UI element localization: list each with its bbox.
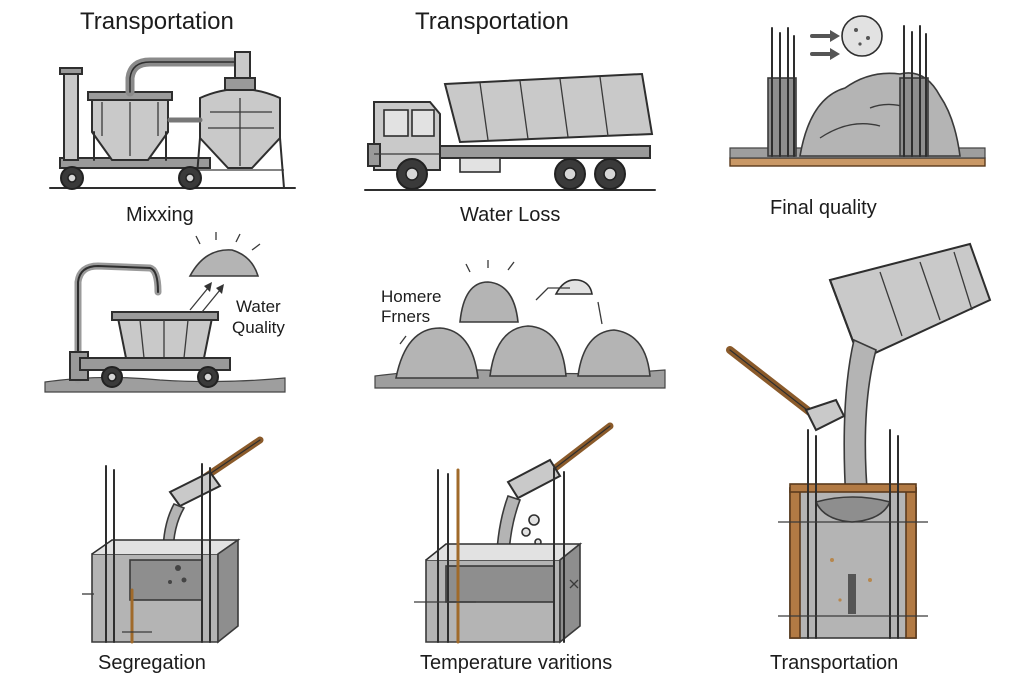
label-water-loss: Water Loss [460, 204, 561, 226]
chute-pour-icon [414, 422, 614, 644]
label-water: Water [236, 297, 281, 316]
chute-pour-icon [82, 436, 264, 644]
label-transportation-top-center: Transportation [415, 8, 569, 35]
rebar-columns-pile-icon [729, 15, 986, 167]
dump-truck-icon [364, 72, 656, 191]
label-mixing: Mixxing [126, 204, 194, 226]
concrete-mounds-icon [374, 260, 666, 389]
label-final-quality: Final quality [770, 197, 877, 219]
mixer-cart-icon [44, 232, 286, 393]
mixing-plant-icon [49, 51, 296, 190]
label-homere: Homere [381, 287, 442, 306]
label-temperature-variations: Temperature varitions [420, 652, 613, 674]
label-transportation-bottom-right: Transportation [770, 652, 899, 674]
formwork-pour-icon [726, 242, 992, 639]
label-segregation: Segregation [98, 652, 206, 674]
label-frners: Frners [381, 307, 431, 326]
label-transportation-top-left: Transportation [80, 8, 234, 35]
label-quality: Quality [232, 318, 285, 337]
